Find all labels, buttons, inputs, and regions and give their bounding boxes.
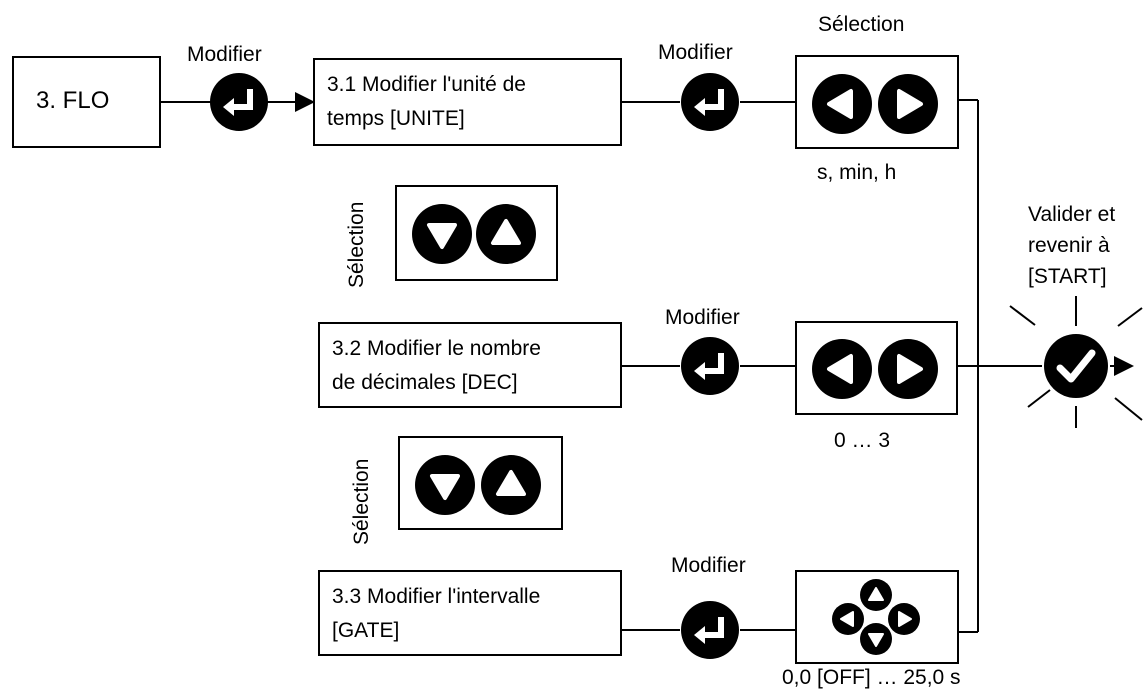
first-action-label: Modifier (187, 43, 262, 66)
step-decimals-box: 3.2 Modifier le nombre de décimales [DEC… (318, 322, 622, 408)
enter-key-icon[interactable] (680, 336, 740, 396)
gate-selector-box (795, 570, 959, 664)
up-arrow-icon[interactable] (480, 454, 542, 516)
vertical-selector-label: Sélection (345, 201, 368, 288)
step-unit-label: 3.1 Modifier l'unité de temps [UNITE] (327, 73, 526, 130)
left-arrow-icon[interactable] (811, 73, 873, 135)
step-unit-box: 3.1 Modifier l'unité de temps [UNITE] (313, 58, 622, 146)
unit-selector-box (795, 55, 959, 149)
gate-range-label: 0,0 [OFF] … 25,0 s (782, 666, 961, 689)
step-gate-label: 3.3 Modifier l'intervalle [GATE] (332, 585, 541, 642)
step-unit-selector-title: Sélection (818, 13, 905, 36)
left-arrow-icon[interactable] (831, 602, 865, 636)
enter-key-icon[interactable] (680, 600, 740, 660)
up-arrow-icon[interactable] (475, 203, 537, 265)
decimals-range-label: 0 … 3 (834, 429, 891, 452)
vertical-selector-box-2 (398, 436, 563, 530)
up-arrow-icon[interactable] (859, 578, 893, 612)
vertical-selector-label: Sélection (350, 458, 373, 545)
start-box: 3. FLO (12, 56, 161, 148)
down-arrow-icon[interactable] (411, 203, 473, 265)
down-arrow-icon[interactable] (859, 622, 893, 656)
right-arrow-icon[interactable] (887, 602, 921, 636)
step-unit-action-label: Modifier (658, 41, 733, 64)
step-gate-action-label: Modifier (671, 554, 746, 577)
unit-range-label: s, min, h (817, 161, 897, 184)
enter-key-icon[interactable] (209, 72, 269, 132)
step-decimals-label: 3.2 Modifier le nombre de décimales [DEC… (332, 337, 541, 394)
step-gate-box: 3.3 Modifier l'intervalle [GATE] (318, 570, 622, 656)
step-decimals-action-label: Modifier (665, 306, 740, 329)
left-arrow-icon[interactable] (811, 338, 873, 400)
right-arrow-icon[interactable] (877, 338, 939, 400)
right-arrow-icon[interactable] (877, 73, 939, 135)
confirm-label: Valider et revenir à [START] (1028, 203, 1116, 288)
vertical-selector-box-1 (395, 185, 558, 281)
start-box-label: 3. FLO (36, 87, 110, 114)
enter-key-icon[interactable] (680, 72, 740, 132)
checkmark-icon[interactable] (1043, 333, 1109, 399)
down-arrow-icon[interactable] (414, 454, 476, 516)
decimals-selector-box (795, 321, 958, 415)
